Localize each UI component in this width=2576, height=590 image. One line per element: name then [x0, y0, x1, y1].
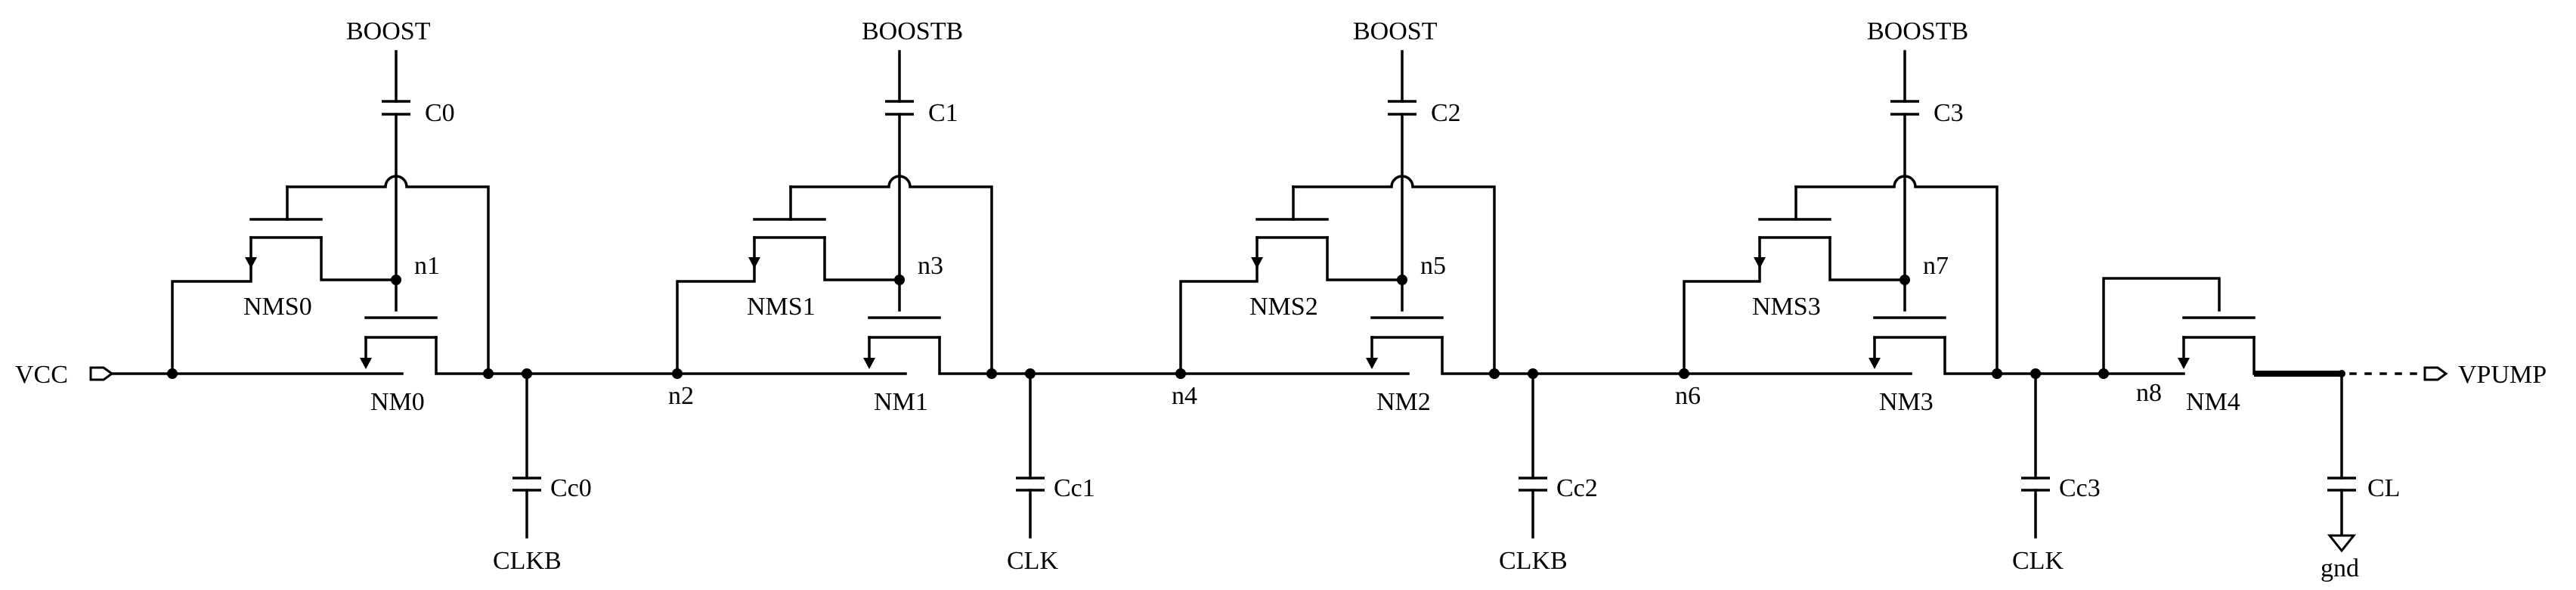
switch-drain-leg	[823, 236, 901, 281]
coupling-cap-label: Cc1	[1054, 474, 1095, 502]
boost-clock-label: BOOST	[1353, 17, 1438, 45]
pass-arrow-icon	[1366, 358, 1378, 369]
switch-drain-leg	[320, 236, 398, 281]
gnd-label: gnd	[2321, 554, 2359, 582]
cap-label: C1	[928, 99, 958, 127]
pass-transistor-label: NM2	[1376, 388, 1431, 416]
switch-drain-leg	[1828, 236, 1906, 281]
switch-drain-leg	[1326, 236, 1404, 281]
out-node-label: n8	[2136, 379, 2162, 407]
switch-arrow-icon	[245, 257, 257, 269]
switch-label: NMS0	[243, 293, 312, 321]
coupling-clock-label: CLKB	[1499, 547, 1568, 575]
gnd-icon	[2327, 534, 2357, 553]
switch-source-wire	[676, 265, 756, 375]
coupling-cap-label: Cc3	[2059, 474, 2101, 502]
switch-source-wire	[171, 265, 252, 375]
cap-label: C3	[1934, 99, 1964, 127]
switch-source-wire	[1179, 265, 1259, 375]
vcc-port: VCC	[15, 361, 114, 389]
pass-transistor-label: NM4	[2186, 388, 2240, 416]
coupling-cap-label: Cc2	[1556, 474, 1598, 502]
switch-source-wire	[1683, 265, 1761, 375]
pass-transistor-label: NM0	[370, 388, 425, 416]
stage-3: BOOSTB C3 NMS3 n7 NM3 Cc3 CLK n8	[1683, 17, 2162, 575]
stage-2: BOOST C2 NMS2 n5 NM2 Cc2 CLKB n6	[1179, 17, 1701, 575]
coupling-clock-label: CLKB	[493, 547, 562, 575]
coupling-clock-label: CLK	[1007, 547, 1058, 575]
switch-label: NMS1	[747, 293, 816, 321]
gate-node-label: n1	[414, 252, 440, 280]
switch-label: NMS3	[1752, 293, 1821, 321]
pass-transistor-label: NM3	[1879, 388, 1934, 416]
switch-arrow-icon	[748, 257, 760, 269]
boost-clock-label: BOOST	[346, 17, 431, 45]
stage-1: BOOSTB C1 NMS1 n3 NM1 Cc1 CLK n4	[676, 17, 1197, 575]
pass-arrow-icon	[1869, 358, 1881, 369]
coupling-cap-label: Cc0	[550, 474, 592, 502]
vpump-label: VPUMP	[2458, 361, 2547, 389]
diode-gate-wire	[2102, 277, 2221, 375]
gate-node-dot	[1397, 275, 1407, 285]
boost-clock-label: BOOSTB	[1867, 17, 1968, 45]
pass-arrow-icon	[360, 358, 372, 369]
gate-node-label: n5	[1420, 252, 1446, 280]
vcc-junction-dot	[167, 368, 178, 379]
gate-node-label: n7	[1923, 252, 1949, 280]
output-stage: NM4 VPUMP CL gnd	[2102, 277, 2547, 582]
pass-arrow-icon	[863, 358, 875, 369]
pass-transistor-label: NM1	[874, 388, 928, 416]
bridge-junction-dot	[1992, 368, 2002, 379]
pass-arrow-icon	[2178, 358, 2190, 369]
switch-arrow-icon	[1754, 257, 1766, 269]
vcc-label: VCC	[15, 361, 68, 389]
out-node-label: n2	[668, 382, 694, 410]
out-node-label: n4	[1172, 382, 1197, 410]
bridge-junction-dot	[1489, 368, 1500, 379]
bridge-wire	[286, 175, 490, 375]
coupling-clock-label: CLK	[2012, 547, 2064, 575]
cap-label: C0	[425, 99, 455, 127]
gate-node-dot	[1899, 275, 1910, 285]
out-node-label: n6	[1675, 382, 1701, 410]
gate-node-label: n3	[918, 252, 943, 280]
bridge-wire	[789, 175, 993, 375]
bridge-junction-dot	[986, 368, 997, 379]
bridge-wire	[1794, 175, 1999, 375]
gate-node-dot	[894, 275, 905, 285]
vpump-port-symbol	[2423, 366, 2448, 381]
stage-0: BOOST C0 NMS0 n1 NM0 Cc0 CLKB n2	[171, 17, 694, 575]
gate-node-dot	[391, 275, 401, 285]
load-cap-label: CL	[2367, 474, 2400, 502]
switch-label: NMS2	[1249, 293, 1318, 321]
switch-arrow-icon	[1251, 257, 1263, 269]
boost-clock-label: BOOSTB	[862, 17, 963, 45]
cap-label: C2	[1431, 99, 1461, 127]
bridge-junction-dot	[483, 368, 494, 379]
bridge-wire	[1292, 175, 1496, 375]
vcc-port-symbol	[89, 366, 114, 381]
